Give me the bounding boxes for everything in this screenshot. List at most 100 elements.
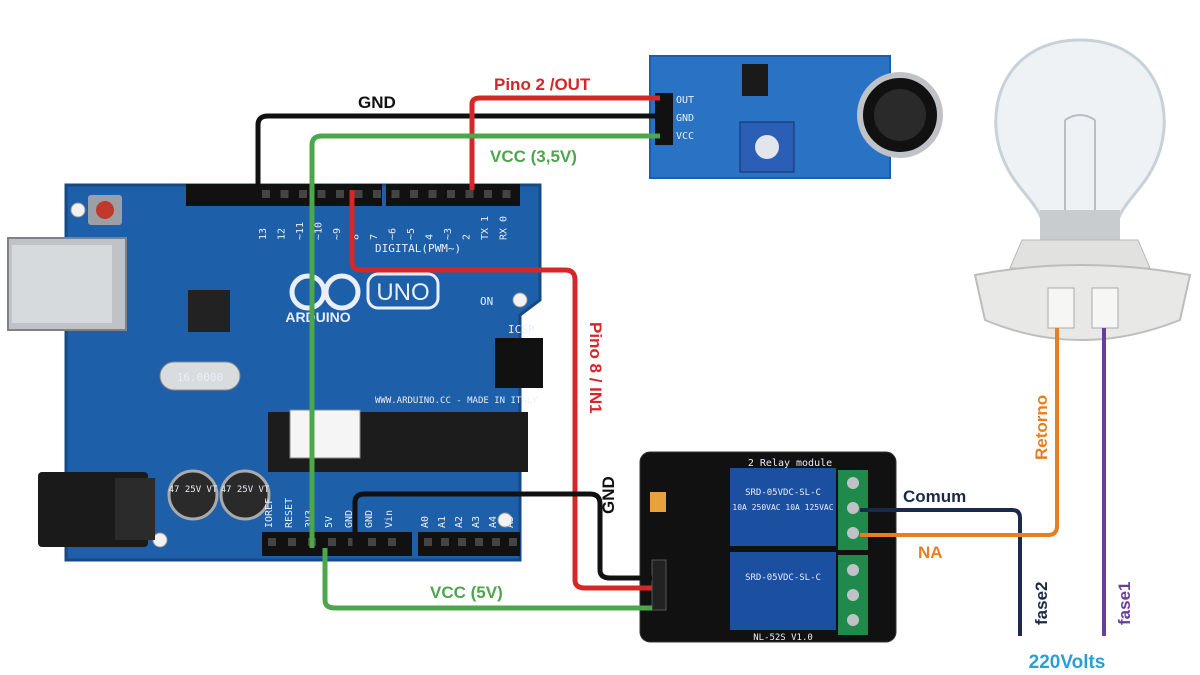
header-pin — [368, 538, 376, 546]
relay-board-label: NL-52S V1.0 — [753, 633, 813, 643]
sensor-vcc-label: VCC — [676, 131, 694, 142]
digital-pin-labels: 13 12 ~11 ~10 ~9 8 7 ~6 ~5 4 ~3 2 TX 1 RX 0 — [258, 190, 511, 240]
pin-label: 8 — [351, 234, 362, 240]
light-bulb — [973, 38, 1192, 341]
pin-label: RX 0 — [499, 216, 510, 240]
analog-pin-labels: A0 A1 A2 A3 A4 A5 — [420, 516, 517, 546]
wire-na — [860, 328, 1059, 537]
pin-label: A1 — [437, 516, 448, 528]
label-pino2: Pino 2 /OUT — [494, 75, 591, 94]
header-pin — [458, 538, 466, 546]
label-220volts: 220Volts — [1029, 652, 1106, 673]
header-pin — [428, 190, 437, 198]
icsp-header: ICSP — [495, 323, 543, 388]
svg-text:47 25V VT: 47 25V VT — [221, 485, 270, 495]
header-pin — [373, 190, 381, 198]
svg-text:ICSP: ICSP — [508, 323, 535, 336]
pin-label: RESET — [284, 498, 295, 528]
label-pino8: Pino 8 / IN1 — [586, 322, 605, 414]
arduino-uno-board: 16.0000 47 25V VT 47 25V VT ICSP ON ARDU… — [7, 183, 543, 562]
wire-vcc-sensor — [309, 133, 660, 548]
sound-sensor-module: OUT GND VCC — [649, 55, 943, 179]
capacitor-2: 47 25V VT — [219, 469, 271, 521]
header-pin — [348, 538, 356, 546]
wire-comum — [860, 508, 1022, 636]
header-pin — [317, 190, 326, 198]
header-pin — [424, 538, 432, 546]
pin-label: 2 — [462, 234, 473, 240]
relay-2 — [730, 552, 836, 630]
sensor-gnd-label: GND — [676, 113, 694, 124]
header-pin — [447, 190, 455, 198]
wire-vcc-relay — [322, 548, 652, 611]
pin-label: ~6 — [388, 228, 399, 240]
power-header — [262, 532, 412, 556]
analog-header — [418, 532, 520, 556]
svg-text:SRD-05VDC-SL-C: SRD-05VDC-SL-C — [745, 573, 821, 583]
header-pin — [410, 190, 418, 198]
label-retorno: Retorno — [1032, 395, 1051, 460]
relay-title: 2 Relay module — [748, 458, 832, 469]
header-pin — [388, 538, 396, 546]
wire-pin8-in1 — [349, 190, 652, 591]
pin-label: 4 — [425, 234, 436, 240]
header-pin — [328, 538, 336, 546]
label-fase1: fase1 — [1115, 582, 1134, 625]
pin-label: TX 1 — [480, 216, 491, 240]
relay-module: 2 Relay module SRD-05VDC-SL-C 10A 250VAC… — [639, 451, 897, 643]
pin-label: ~10 — [314, 222, 325, 240]
pin-label: Vin — [384, 510, 395, 528]
pin-label: 13 — [258, 228, 269, 240]
arduino-brand: ARDUINO — [285, 309, 350, 325]
relay-1 — [730, 468, 836, 546]
label-comum: Comum — [903, 487, 966, 506]
sensor-out-label: OUT — [676, 95, 694, 106]
arduino-logo: ARDUINO UNO — [285, 272, 440, 325]
pin-label: A2 — [454, 516, 465, 528]
pin-label: A0 — [420, 516, 431, 528]
label-na: NA — [918, 543, 943, 562]
header-pin — [484, 190, 492, 198]
header-pin — [391, 190, 400, 198]
digital-label: DIGITAL(PWM~) — [375, 242, 461, 255]
label-gnd-relay: GND — [599, 476, 618, 514]
header-pin — [475, 538, 483, 546]
wire-pin2-out — [469, 95, 660, 190]
pin-label: GND — [364, 510, 375, 528]
label-fase2: fase2 — [1032, 582, 1051, 625]
pin-label: A4 — [488, 516, 499, 528]
header-pin — [268, 538, 276, 546]
pin-label: 7 — [369, 234, 380, 240]
pin-label: A5 — [505, 516, 516, 528]
pin-label: 12 — [277, 228, 288, 240]
website-label: WWW.ARDUINO.CC - MADE IN ITALY — [375, 396, 538, 406]
wire-gnd-relay — [352, 491, 652, 581]
header-pin — [509, 538, 517, 546]
wire-gnd-sensor — [255, 113, 660, 190]
header-pin — [441, 538, 449, 546]
pin-label: ~5 — [406, 228, 417, 240]
capacitor-1: 47 25V VT — [167, 469, 219, 521]
pin-label: ~9 — [332, 228, 343, 240]
label-vcc5: VCC (5V) — [430, 583, 503, 602]
header-pin — [502, 190, 511, 198]
header-pin — [280, 190, 289, 198]
header-pin — [288, 538, 296, 546]
svg-text:10A 250VAC 10A 125VAC: 10A 250VAC 10A 125VAC — [732, 503, 833, 512]
crystal — [159, 361, 241, 391]
pin-label: GND — [344, 510, 355, 528]
header-pin — [299, 190, 307, 198]
header-pin — [336, 190, 344, 198]
header-pin — [354, 190, 363, 198]
header-pin — [465, 190, 474, 198]
svg-text:47 25V VT: 47 25V VT — [169, 485, 218, 495]
pin-label: 5V — [324, 516, 335, 528]
label-gnd-top: GND — [358, 93, 396, 112]
header-pin — [262, 190, 270, 198]
pin-label: IOREF — [264, 498, 275, 528]
pin-label: ~3 — [443, 228, 454, 240]
pin-label: A3 — [471, 516, 482, 528]
svg-text:SRD-05VDC-SL-C: SRD-05VDC-SL-C — [745, 488, 821, 498]
pin-label: ~11 — [295, 222, 306, 240]
arduino-model: UNO — [376, 279, 429, 306]
